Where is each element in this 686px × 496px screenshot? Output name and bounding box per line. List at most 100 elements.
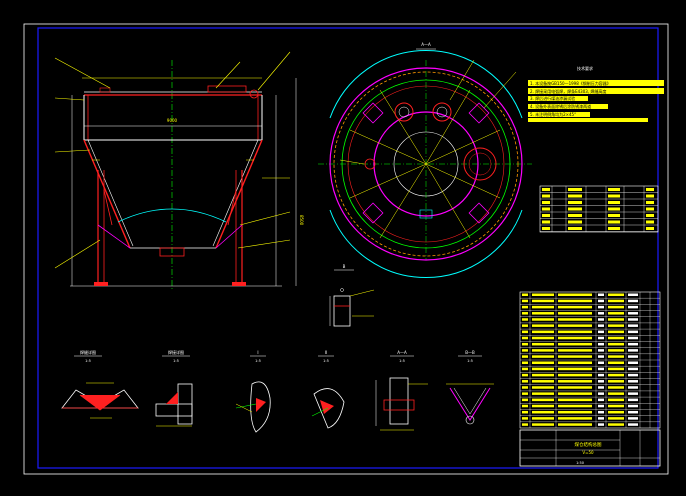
table-cell-text [568, 188, 582, 191]
table-cell-text [598, 423, 604, 426]
table-cell-text [598, 324, 604, 327]
table-cell-text [608, 392, 624, 395]
detail-3-scale: 1:5 [255, 359, 261, 363]
table-cell-text [628, 336, 638, 340]
table-cell-text [542, 227, 550, 230]
table-cell-text [532, 312, 554, 315]
table-cell-text [598, 373, 604, 377]
table-cell-text [628, 330, 638, 334]
table-cell-text [522, 417, 528, 420]
table-cell-text [608, 214, 620, 217]
table-cell-text [646, 227, 654, 230]
table-cell-text [608, 342, 624, 346]
table-cell-text [598, 367, 604, 371]
table-cell-text [608, 330, 624, 334]
table-cell-text [558, 330, 592, 334]
table-cell-text [532, 367, 554, 371]
detail-6-label: B—B [465, 350, 475, 355]
table-cell-text [608, 227, 620, 230]
table-cell-text [522, 386, 528, 389]
table-cell-text [628, 380, 638, 383]
table-cell-text [608, 355, 624, 358]
table-cell-text [598, 392, 604, 395]
table-cell-text [522, 305, 528, 309]
table-cell-text [628, 392, 638, 395]
table-cell-text [532, 355, 554, 358]
table-cell-text [532, 342, 554, 346]
table-cell-text [532, 417, 554, 420]
table-cell-text [608, 299, 624, 303]
drawing-title: 煤仓结构总图 [575, 441, 602, 448]
table-cell-text [608, 386, 624, 389]
table-cell-text [522, 423, 528, 426]
table-cell-text [568, 220, 582, 224]
table-cell-text [558, 355, 592, 358]
table-cell-text [598, 417, 604, 420]
detail-5-scale: 1:5 [399, 359, 405, 363]
table-cell-text [568, 201, 582, 204]
detail-1-scale: 1:5 [85, 359, 91, 363]
table-cell-text [522, 330, 528, 334]
table-cell-text [646, 207, 654, 211]
table-cell-text [628, 398, 638, 402]
table-cell-text [558, 392, 592, 395]
table-cell-text [598, 318, 604, 321]
plan-view-label: A—A [421, 42, 431, 47]
table-cell-text [532, 305, 554, 309]
main-elevation-view: 9000 [54, 51, 304, 290]
table-cell-text [598, 293, 604, 296]
technical-notes: 技术要求 1. 本设备按GB150—1998《钢制压力容器》 2. 焊接采用电弧… [528, 65, 664, 122]
table-cell-text [608, 417, 624, 420]
table-cell-text [598, 299, 604, 303]
table-cell-text [598, 404, 604, 408]
table-cell-text [558, 299, 592, 303]
table-cell-text [608, 349, 624, 352]
table-cell-text [628, 367, 638, 371]
table-cell-text [522, 324, 528, 327]
detail-b-label: B [343, 264, 346, 269]
table-cell-text [608, 380, 624, 383]
table-cell-text [532, 423, 554, 426]
note-line-2: 2. 焊接采用电弧焊，焊条E4303, 焊缝高度 [530, 88, 606, 94]
table-cell-text [608, 423, 624, 426]
note-line-3: 3. 焊后进行煤油渗漏试验 [530, 95, 575, 101]
note-line-1: 1. 本设备按GB150—1998《钢制压力容器》 [530, 80, 611, 86]
title-block: 煤仓结构总图 V=50 1:50 [519, 429, 661, 467]
table-cell-text [558, 336, 592, 340]
detail-aa: A—A 1:5 [375, 350, 428, 431]
table-cell-text [522, 361, 528, 364]
table-cell-text [532, 392, 554, 395]
table-cell-text [558, 342, 592, 346]
detail-2-label: 焊接详图 [168, 349, 184, 355]
table-cell-text [542, 214, 550, 217]
table-cell-text [522, 336, 528, 340]
table-cell-text [646, 194, 654, 198]
notes-heading: 技术要求 [577, 65, 593, 71]
table-cell-text [532, 293, 554, 296]
table-cell-text [532, 330, 554, 334]
table-cell-text [558, 380, 592, 383]
table-cell-text [598, 305, 604, 309]
note-line-5: 5. 未注明倒角均为2×45° [530, 111, 576, 117]
table-cell-text [568, 214, 582, 217]
table-cell-text [628, 404, 638, 408]
table-cell-text [522, 367, 528, 371]
table-cell-text [558, 312, 592, 315]
table-cell-text [532, 373, 554, 377]
table-cell-text [532, 361, 554, 364]
table-cell-text [608, 220, 620, 224]
table-cell-text [628, 318, 638, 321]
table-cell-text [628, 423, 638, 426]
table-cell-text [628, 299, 638, 303]
detail-weld-2: 焊接详图 1:5 [155, 349, 193, 427]
table-cell-text [558, 423, 592, 426]
table-cell-text [608, 404, 624, 408]
table-cell-text [568, 194, 582, 198]
table-cell-text [628, 417, 638, 420]
detail-3-label: I [257, 350, 258, 355]
detail-5-label: A—A [397, 350, 407, 355]
table-cell-text [558, 293, 592, 296]
table-cell-text [646, 188, 654, 191]
table-cell-text [558, 404, 592, 408]
